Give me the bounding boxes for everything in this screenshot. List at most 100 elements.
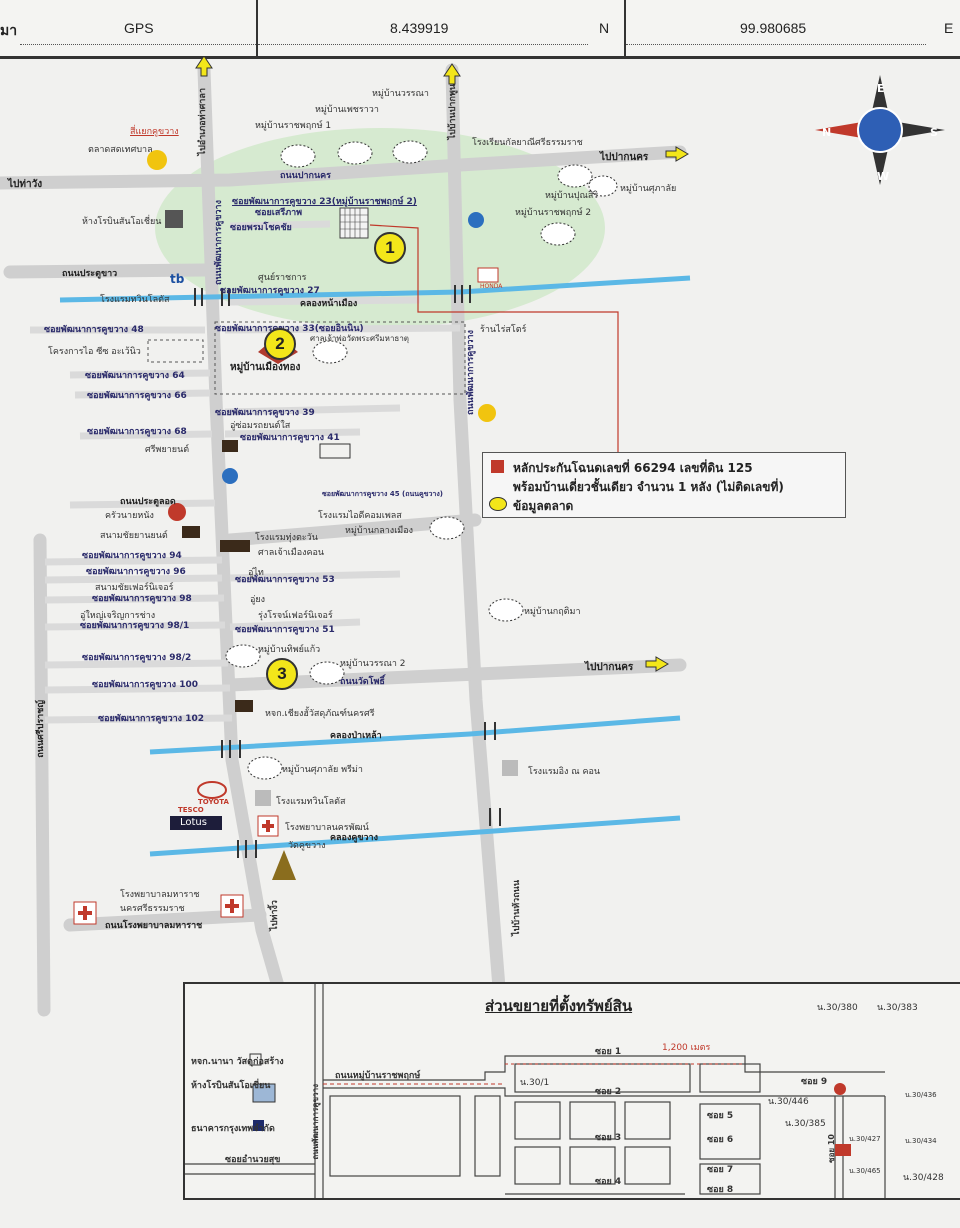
- place-v-suksai: หมู่บ้านศุภาลัย: [620, 184, 677, 194]
- dotted-line: [258, 44, 588, 45]
- place-v-thip: หมู่บ้านทิพย์แก้ว: [258, 645, 321, 655]
- shop-icon: [182, 526, 200, 538]
- gps-label: GPS: [124, 20, 154, 36]
- collateral-location-icon: [834, 1083, 846, 1095]
- place-hall: ศาลเจ้าเมืองคอน: [258, 548, 325, 558]
- soi-23: ซอยพัฒนาการคูขวาง 23(หมู่บ้านราชพฤกษ์ 2): [232, 197, 417, 207]
- inset-place-3: ธนาคารกรุงเทพจำกัด: [191, 1124, 275, 1134]
- poi-icons: [73, 150, 518, 925]
- roads: [0, 63, 687, 1017]
- toyota-icon: [197, 781, 227, 799]
- house-30-380: น.30/380: [817, 1003, 858, 1013]
- soi-41: ซอยพัฒนาการคูขวาง 41: [240, 433, 340, 443]
- shop-icon: [235, 700, 253, 712]
- house-30-465: น.30/465: [849, 1167, 881, 1175]
- temple-icon: [272, 850, 296, 880]
- place-u-yong: อู่ยง: [250, 595, 266, 605]
- longitude-unit: E: [944, 20, 954, 36]
- place-hotel4: โรงแรมทวินโลตัส: [276, 797, 346, 807]
- road-far-left: [33, 533, 51, 1017]
- road-label-to-ban-pho: ไปบ้านปากพูน: [448, 84, 458, 140]
- place-rung-furn: รุ่งโรจน์เฟอร์นิเจอร์: [258, 611, 333, 621]
- collateral-leader-line: [369, 224, 619, 452]
- soi-phromchokchai: ซอยพรมโชคชัย: [230, 223, 292, 233]
- market-hall-icon: [319, 443, 351, 459]
- place-project: โครงการไอ ซีซ อะเว้นิว: [48, 347, 141, 357]
- longitude-value: 99.980685: [740, 20, 807, 36]
- inset-distance: 1,200 เมตร: [662, 1043, 711, 1053]
- village-icons: [225, 140, 618, 780]
- marker-1[interactable]: 1: [374, 232, 406, 264]
- place-v-ratchaphruek2: หมู่บ้านราชพฤกษ์ 2: [515, 208, 592, 218]
- house-30-434: น.30/434: [905, 1137, 937, 1145]
- shop-icon: [222, 440, 238, 452]
- canal-khu-khwang: [149, 815, 681, 857]
- canals: [59, 275, 691, 857]
- place-hotel1: โรงแรมทวินโลตัส: [100, 295, 170, 305]
- longitude-cell: 99.980685 E: [626, 0, 960, 56]
- honda-icon: [477, 267, 499, 283]
- road-label-hospital: ถนนโรงพยาบาลมหาราช: [105, 921, 203, 931]
- hotel-icon: [502, 760, 518, 776]
- soi-64: ซอยพัฒนาการคูขวาง 64: [85, 371, 185, 381]
- road-label-pratukhao: ถนนประตูขาว: [62, 269, 118, 279]
- shell-icon: [147, 150, 167, 170]
- road-label-to-tha-sala: ไปอำเภอท่าศาลา: [198, 88, 208, 156]
- place-garage: ศรีพยายนต์: [145, 445, 190, 455]
- house-30-1: น.30/1: [520, 1078, 550, 1088]
- road-main-east: [445, 63, 507, 1007]
- place-hotel3: โรงแรมทุ่งตะวัน: [255, 533, 318, 543]
- soi-lines: [30, 220, 461, 724]
- inset-soi-1: ซอย 1: [595, 1047, 622, 1057]
- inset-soi-2: ซอย 2: [595, 1087, 622, 1097]
- house-30-427: น.30/427: [849, 1135, 881, 1143]
- shop-icon: [220, 540, 250, 552]
- marker-2[interactable]: 2: [264, 328, 296, 360]
- place-hotel5: โรงแรมอิง ณ คอน: [528, 767, 601, 777]
- place-robinson: ห้างโรบินสันโอเชี่ยน: [82, 217, 162, 227]
- marker-3[interactable]: 3: [266, 658, 298, 690]
- road-label-watphot: ถนนวัดโพธิ์: [340, 677, 385, 687]
- honda-label: HONDA: [480, 283, 503, 290]
- building-icon: [165, 210, 183, 228]
- inset-road-village: ถนนหมู่บ้านราชพฤกษ์: [335, 1071, 421, 1081]
- road-pakkanakhon: [0, 145, 687, 190]
- place-v-wanna2: หมู่บ้านวรรณา 2: [340, 659, 406, 669]
- place-shop-rai: ร้านไร่สโตร์: [480, 325, 527, 335]
- place-u-tai: อู่ไท: [248, 568, 264, 578]
- shell-icon: [478, 404, 496, 422]
- soi-39: ซอยพัฒนาการคูขวาง 39: [215, 408, 315, 418]
- toyota-label: TOYOTA: [198, 798, 229, 806]
- place-v-ratchaphruek1: หมู่บ้านราชพฤกษ์ 1: [255, 121, 332, 131]
- inset-title: ส่วนขยายที่ตั้งทรัพย์สิน: [485, 997, 633, 1015]
- road-label-to-thawang: ไปท่าวัง: [8, 179, 43, 190]
- road-pratukhao: [3, 263, 212, 279]
- place-school: โรงเรียนกัลยาณีศรีธรรมราช: [472, 138, 583, 148]
- soi-seriphap: ซอยเสรีภาพ: [255, 208, 303, 218]
- compass-west: W: [877, 170, 890, 183]
- latitude-value: 8.439919: [390, 20, 449, 36]
- soi-98-2: ซอยพัฒนาการคูขวาง 98/2: [82, 653, 192, 663]
- compass-east: E: [877, 82, 885, 95]
- house-30-436: น.30/436: [905, 1091, 937, 1099]
- collateral-parcel-icon: [835, 1144, 851, 1156]
- place-v-punsiri: หมู่บ้านปุณสิริ: [545, 191, 599, 201]
- soi-51: ซอยพัฒนาการคูขวาง 51: [235, 625, 335, 635]
- inset-road-main: ถนนพัฒนาการคูขวาง: [311, 1084, 320, 1160]
- location-map: [0, 56, 945, 1017]
- bank-icon: [253, 1120, 264, 1131]
- place-hosp-pat: โรงพยาบาลนครพัฒน์: [285, 823, 369, 833]
- place-shrine: ศาลเจ้าพ่อวัดพระศรีมหาธาตุ: [310, 334, 410, 343]
- place-sanam-furn: สนามชัยเฟอร์นิเจอร์: [95, 583, 174, 593]
- place-v-suksai-2: หมู่บ้านศุภาลัย พรีม่า: [282, 765, 363, 775]
- dotted-line: [626, 44, 926, 45]
- place-u-yai: อู่ใหญ่เจริญการช่าง: [80, 611, 156, 621]
- inset-soi-4: ซอย 4: [595, 1177, 622, 1187]
- road-label-to-ban-hua: ไปบ้านหัวถนน: [512, 880, 522, 936]
- ptt-icon: [222, 468, 238, 484]
- inset-place-4: ซอยอำนวยสุข: [225, 1155, 281, 1165]
- soi-102: ซอยพัฒนาการคูขวาง 102: [98, 714, 204, 724]
- inset-place-1: หจก.นานา วัสดุก่อสร้าง: [191, 1057, 284, 1067]
- road-label-to-pakkanakhon: ไปปากนคร: [600, 152, 649, 163]
- place-v-kritima: หมู่บ้านกฤติมา: [524, 607, 581, 617]
